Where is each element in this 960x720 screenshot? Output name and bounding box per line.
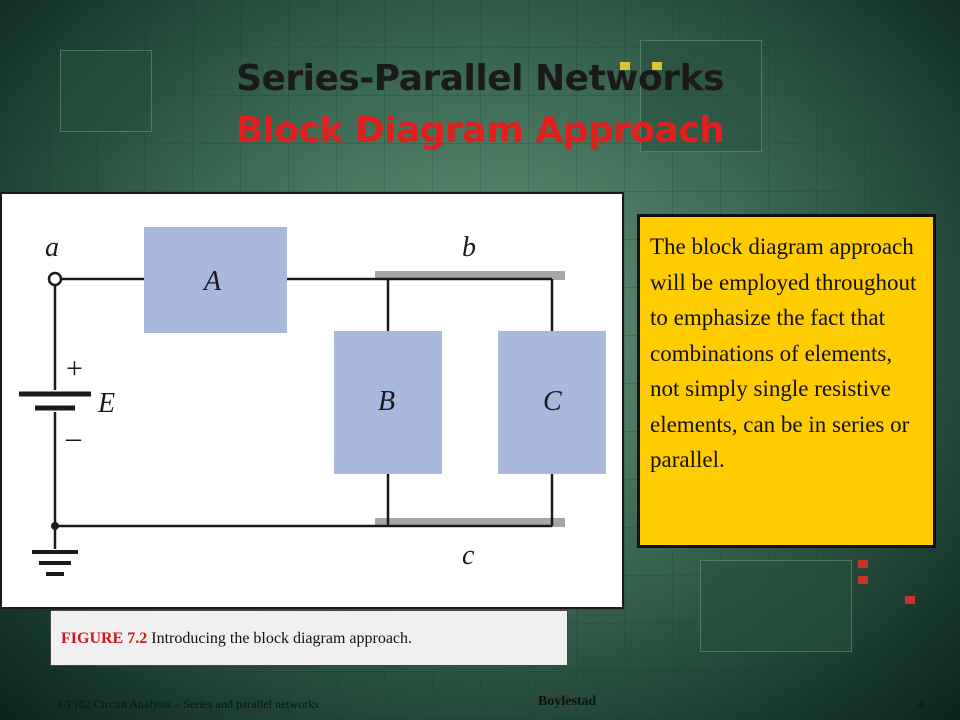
battery-minus-sign: – xyxy=(65,421,82,454)
slide-title: Series-Parallel Networks xyxy=(236,58,724,99)
block-b xyxy=(334,331,442,474)
background-component xyxy=(858,560,868,568)
node-label-a: a xyxy=(45,232,59,263)
footer-author: Boylestad xyxy=(538,694,597,709)
block-label-c: C xyxy=(543,386,562,417)
block-diagram-figure: a b c + – E A B C xyxy=(0,192,624,609)
background-component xyxy=(858,576,868,584)
background-chip xyxy=(60,50,152,132)
background-component xyxy=(905,596,915,604)
terminal-a xyxy=(47,271,63,287)
node-label-c: c xyxy=(462,540,475,571)
explanation-callout: The block diagram approach will be emplo… xyxy=(637,214,936,548)
block-c xyxy=(498,331,606,474)
node-b-bus xyxy=(375,271,565,280)
slide-subtitle: Block Diagram Approach xyxy=(235,110,725,151)
figure-caption-text: Introducing the block diagram approach. xyxy=(147,630,413,647)
figure-number: FIGURE 7.2 xyxy=(61,630,148,647)
background-chip xyxy=(640,40,762,152)
ground-icon xyxy=(32,550,78,576)
block-a xyxy=(144,227,287,333)
background-chip xyxy=(700,560,852,652)
node-dot xyxy=(51,522,59,530)
circuit-wires xyxy=(53,277,554,549)
figure-caption: FIGURE 7.2 Introducing the block diagram… xyxy=(50,610,568,666)
source-label-e: E xyxy=(97,388,115,419)
footer-course: ET162 Circuit Analysis – Series and para… xyxy=(58,697,319,711)
block-label-a: A xyxy=(202,266,222,297)
background-component xyxy=(652,62,662,70)
node-label-b: b xyxy=(462,232,476,263)
footer-page-number: 4 xyxy=(918,697,924,711)
background-component xyxy=(620,62,630,70)
block-label-b: B xyxy=(378,386,395,417)
battery-plus-sign: + xyxy=(66,352,83,385)
block-diagram-svg: a b c + – E A B C xyxy=(19,227,606,576)
node-c-bus xyxy=(375,518,565,527)
